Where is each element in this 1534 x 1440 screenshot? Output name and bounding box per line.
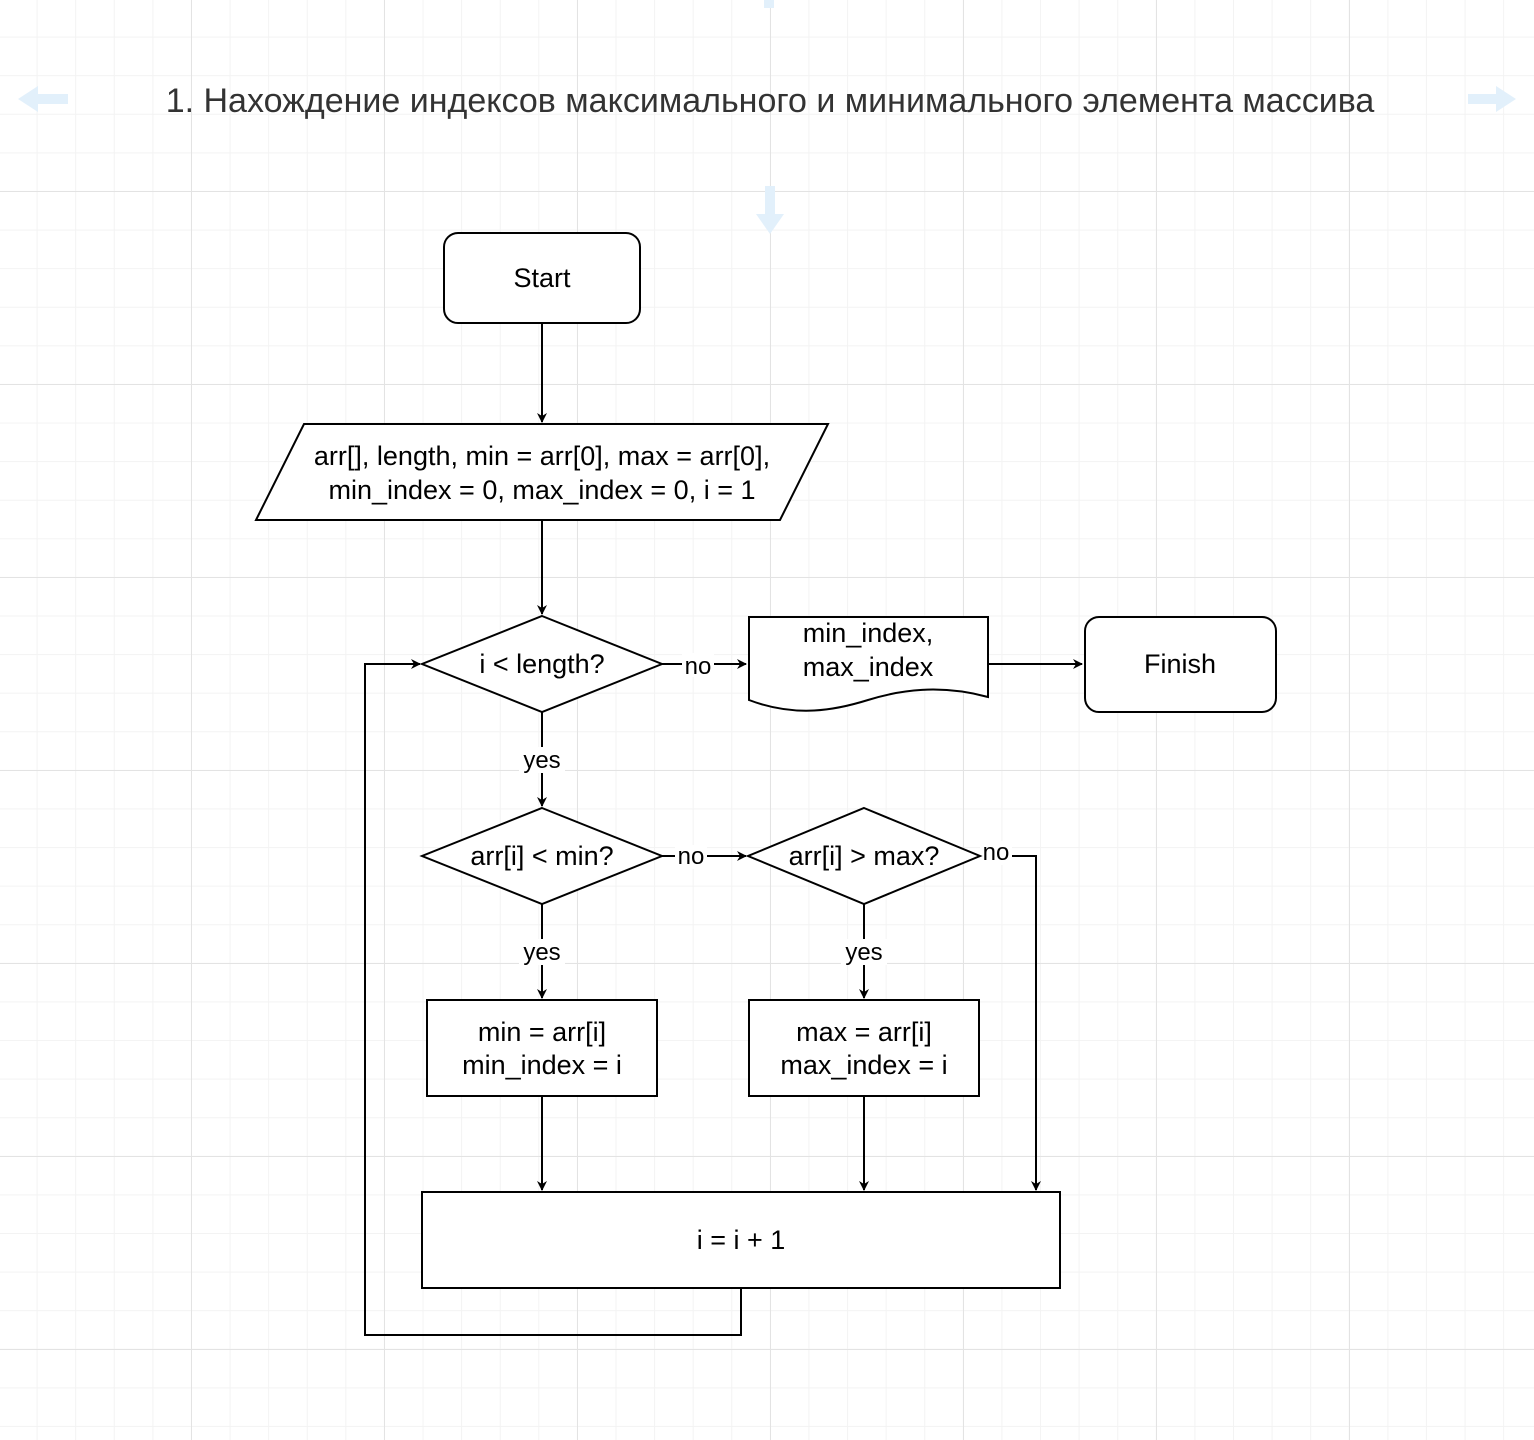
init-data-block[interactable]: arr[], length, min = arr[0], max = arr[0… [254,423,830,521]
max-condition-label: arr[i] > max? [789,841,940,871]
guide-arrow-up-icon [764,0,774,8]
set-max-label-line2: max_index = i [780,1050,947,1080]
set-min-label-line2: min_index = i [462,1050,622,1080]
edge-labels: no yes no yes yes no [519,653,1012,966]
init-label-line1: arr[], length, min = arr[0], max = arr[0… [314,441,770,471]
max-condition-decision[interactable]: arr[i] > max? [745,806,983,906]
edge-max-no-to-increment [980,855,1041,1191]
edge-label-loop-yes: yes [523,747,560,774]
guide-arrow-left-icon [18,86,68,112]
output-label-line1: min_index, [803,618,934,648]
finish-terminal[interactable]: Finish [1084,616,1277,713]
set-min-process[interactable]: min = arr[i] min_index = i [426,999,658,1097]
edge-label-min-yes: yes [523,939,560,966]
set-min-label-line1: min = arr[i] [478,1017,606,1047]
loop-condition-decision[interactable]: i < length? [419,614,665,714]
edge-label-loop-no: no [685,653,712,680]
edge-label-max-yes: yes [845,939,882,966]
output-document[interactable]: min_index, max_index [748,616,989,712]
init-label-line2: min_index = 0, max_index = 0, i = 1 [328,475,755,505]
set-max-process[interactable]: max = arr[i] max_index = i [748,999,980,1097]
start-terminal[interactable]: Start [443,232,641,324]
min-condition-decision[interactable]: arr[i] < min? [419,806,665,906]
set-max-label-line1: max = arr[i] [796,1017,932,1047]
edge-label-max-no: no [983,839,1010,866]
increment-label: i = i + 1 [697,1225,786,1255]
edge-label-min-no: no [678,843,705,870]
loop-condition-label: i < length? [479,649,604,679]
output-label-line2: max_index [803,652,934,682]
guide-arrow-down-icon [756,186,784,234]
diagram-title: 1. Нахождение индексов максимального и м… [166,82,1375,120]
increment-process[interactable]: i = i + 1 [421,1191,1061,1289]
finish-label: Finish [1144,649,1216,679]
min-condition-label: arr[i] < min? [470,841,613,871]
start-label: Start [513,263,571,293]
guide-arrow-right-icon [1468,86,1516,112]
edge-increment-loop-back [364,659,742,1336]
